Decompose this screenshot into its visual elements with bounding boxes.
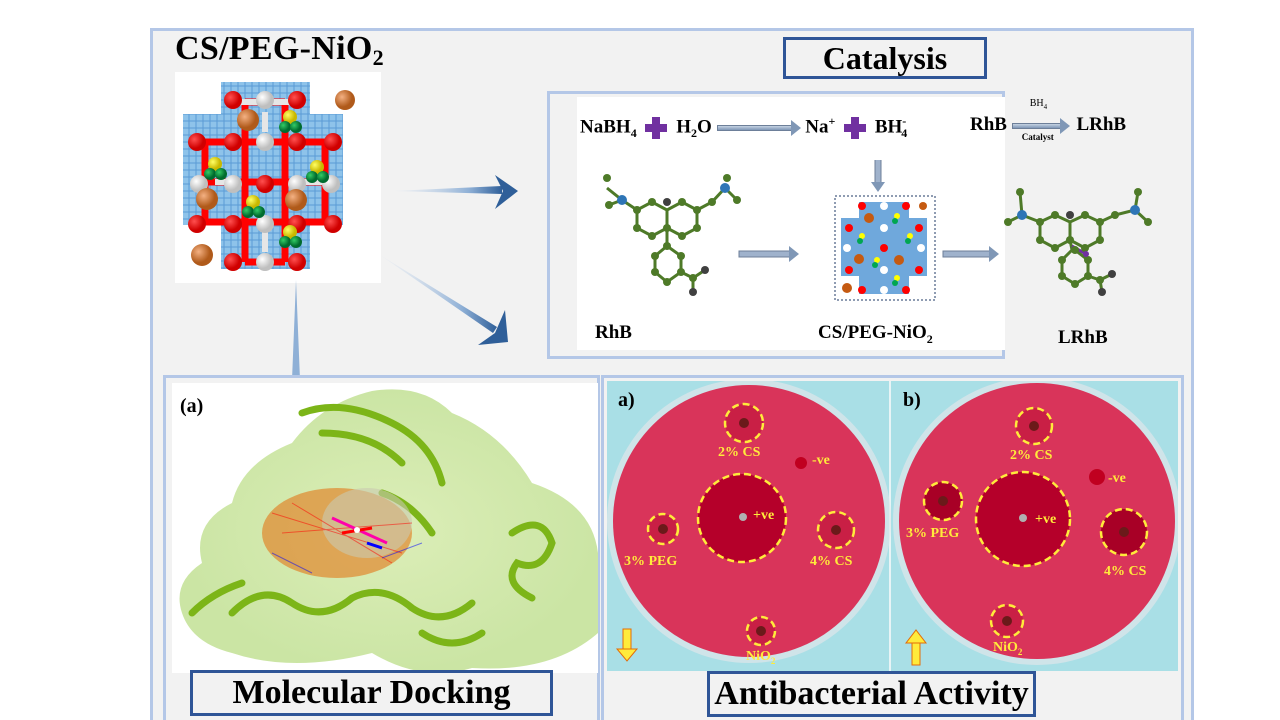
well-label: 2% CS: [718, 445, 761, 460]
reaction-arrow-icon: [716, 119, 801, 136]
reaction-arrow-icon: [942, 246, 999, 262]
catalyst-icon: [834, 195, 936, 301]
well-label: NiO2: [746, 649, 776, 666]
nanocomposite-structure-image: [175, 72, 381, 283]
plate-b: [893, 381, 1178, 666]
well-label: 4% CS: [1104, 564, 1147, 579]
lrhb-molecule-icon: [1004, 188, 1152, 296]
borohydride-hydrolysis-equation: NaBH4 H2O Na+ BH-4: [580, 114, 908, 141]
rhb-label: RhB: [595, 322, 632, 343]
well-label: NiO2: [993, 640, 1023, 657]
plate-a-letter: a): [618, 389, 635, 411]
antibacterial-activity-label: Antibacterial Activity: [707, 671, 1036, 717]
plate-b-letter: b): [903, 389, 921, 411]
well-label: -ve: [1108, 471, 1126, 486]
down-arrow-icon: [615, 628, 639, 662]
petri-dish-photos: a) 2% CS -ve +ve 3% PEG 4% CS NiO2 b) 2%…: [607, 381, 1178, 671]
catalysis-molecules: [603, 160, 999, 301]
well-label: 4% CS: [810, 554, 853, 569]
arrow-condition-below: Catalyst: [1021, 131, 1054, 142]
rhb-reduction-equation: RhB BH4 Catalyst LRhB: [970, 97, 1127, 142]
molecular-docking-label: Molecular Docking: [190, 670, 553, 716]
docking-panel-letter: (a): [180, 395, 204, 417]
catalyst-label: CS/PEG-NiO2: [818, 322, 933, 346]
arrow-to-catalysis-lower-icon: [380, 255, 508, 345]
lattice-illustration: [183, 82, 355, 271]
well-label: 2% CS: [1010, 448, 1053, 463]
well-label: +ve: [1035, 512, 1057, 527]
arrow-to-catalysis-icon: [392, 175, 518, 209]
downward-arrow-icon: [871, 160, 885, 192]
well-label: 3% PEG: [624, 554, 678, 569]
figure-title: CS/PEG-NiO2: [175, 30, 384, 70]
up-arrow-icon: [904, 629, 928, 666]
lrhb-label: LRhB: [1058, 327, 1108, 348]
arrow-condition-above: BH4: [1029, 97, 1048, 111]
rhb-molecule-icon: [606, 186, 739, 292]
well-label: +ve: [753, 508, 775, 523]
plus-icon: [844, 116, 867, 139]
plate-a: [607, 381, 891, 663]
petri-dishes: [607, 381, 1178, 671]
well-label: -ve: [812, 453, 830, 468]
protein-ligand-render: [179, 389, 598, 673]
well-label: 3% PEG: [906, 526, 960, 541]
docking-image: [172, 383, 598, 673]
catalysis-section-label: Catalysis: [783, 37, 987, 79]
plus-icon: [645, 116, 668, 139]
reaction-arrow-icon: [738, 246, 799, 262]
reaction-arrow-icon: [1011, 117, 1070, 134]
